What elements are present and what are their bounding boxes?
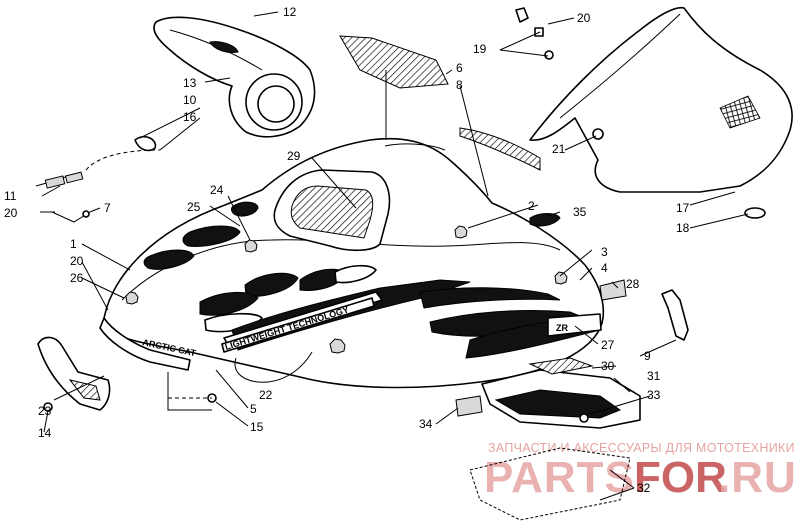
callout-3: 3: [601, 245, 608, 259]
callout-17: 17: [676, 201, 690, 215]
hood-assembly: ZR LIGHTWEIGHT TECHNOLOGY ARCTIC CAT: [99, 137, 605, 389]
screw-34: [579, 413, 589, 423]
callout-28: 27: [601, 338, 615, 352]
callout-32: 31: [647, 369, 661, 383]
badge-36: [529, 213, 561, 227]
callout-4: 4: [601, 261, 608, 275]
hood-nose: [99, 317, 191, 371]
grommet-25: [244, 239, 258, 253]
windshield-screw: [592, 128, 604, 140]
callout-25: 24: [210, 183, 224, 197]
callout-16: 16: [183, 110, 197, 124]
callout-2: 2: [528, 199, 535, 213]
callout-15: 15: [250, 420, 264, 434]
callout-18: 18: [676, 221, 690, 235]
callout-11: 11: [4, 189, 17, 203]
callout-labels: 12 13 10 16 11 20 7 1 20 26 24 25 29 6 8…: [4, 5, 690, 495]
storage-tray: [455, 357, 641, 521]
watermark-subtitle: ЗАПЧАСТИ И АКСЕССУАРЫ ДЛЯ МОТОТЕХНИКИ: [488, 441, 795, 455]
grommet-2: [454, 225, 468, 239]
callout-26: 25: [187, 200, 201, 214]
strip-8: [459, 127, 541, 171]
callout-1: 1: [70, 237, 77, 251]
callout-22: 21: [552, 142, 566, 156]
callout-10: 10: [183, 93, 197, 107]
callout-20-top: 20: [577, 11, 591, 25]
callout-31: 30: [601, 359, 615, 373]
grommet-23: [329, 338, 346, 354]
callout-9: 9: [644, 349, 651, 363]
callout-20-left: 20: [4, 206, 18, 220]
callout-35: 34: [419, 417, 433, 431]
callout-33: 32: [637, 481, 651, 495]
callout-7: 7: [104, 201, 111, 215]
callout-30: 29: [287, 149, 301, 163]
watermark-name-part2: FOR: [634, 453, 727, 502]
watermark-name-part1: PARTS: [484, 453, 635, 502]
decal-35: [455, 395, 483, 417]
hardware-19-20: [515, 7, 554, 60]
callout-13: 13: [183, 76, 197, 90]
callout-8: 8: [456, 78, 463, 92]
callout-12: 12: [283, 5, 297, 19]
callout-5: 5: [250, 402, 257, 416]
callout-27: 26: [70, 271, 84, 285]
callout-36: 35: [573, 205, 587, 219]
decal-29: [599, 279, 627, 301]
callout-34: 33: [647, 388, 661, 402]
cable-assembly: [35, 135, 161, 223]
leader-lines: [40, 11, 749, 501]
grommet-27: [125, 291, 139, 305]
model-badge-text: ZR: [556, 323, 568, 333]
windshield: [529, 6, 793, 193]
bracket-9: [661, 289, 689, 341]
nose-bracket-24: [37, 336, 111, 412]
decal-6-panel: [339, 35, 449, 89]
decal-31: [528, 357, 594, 375]
air-intake-duct: [153, 16, 316, 138]
callout-29: 28: [626, 277, 640, 291]
callout-14: 14: [38, 426, 52, 440]
watermark: ЗАПЧАСТИ И АКСЕССУАРЫ ДЛЯ МОТОТЕХНИКИ PA…: [484, 441, 797, 502]
grommet-3: [554, 271, 568, 285]
callout-21: 20: [70, 254, 84, 268]
watermark-name-part3: .RU: [718, 453, 797, 502]
callout-6: 6: [456, 61, 463, 75]
callout-24: 23: [38, 404, 52, 418]
callout-19: 19: [473, 42, 487, 56]
callout-23: 22: [259, 388, 273, 402]
washer-18: [744, 207, 766, 219]
